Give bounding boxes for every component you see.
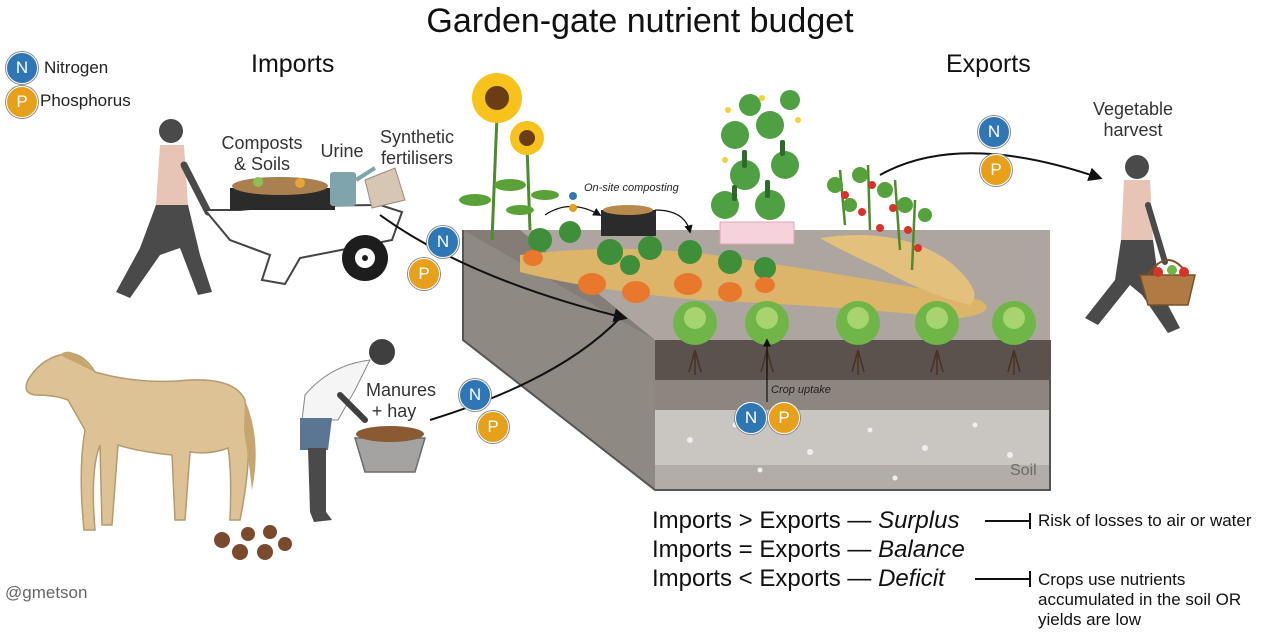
lettuce-row	[673, 301, 1036, 375]
deficit-consequence: Crops use nutrients accumulated in the s…	[1038, 570, 1242, 629]
pumpkin-patch	[523, 221, 776, 303]
surplus-consequence: Risk of losses to air or water	[1038, 511, 1252, 530]
imports-heading: Imports	[251, 50, 335, 78]
sunflowers	[459, 73, 559, 241]
harvest-person	[1085, 155, 1196, 333]
wheelbarrow-nitrogen-icon: N	[427, 226, 459, 258]
uptake-nitrogen-icon: N	[735, 402, 767, 434]
harvest-nitrogen-icon: N	[978, 116, 1010, 148]
equation-deficit: Imports < Exports — Deficit	[652, 565, 945, 592]
equation-result: Balance	[878, 536, 965, 563]
flow-arrows	[379, 152, 1103, 587]
onsite-compost-arrow-out	[654, 209, 693, 234]
equation-lhs: Imports > Exports	[652, 507, 841, 534]
equation-result: Surplus	[878, 507, 960, 534]
compost-bin	[601, 205, 656, 236]
equation-surplus: Imports > Exports — Surplus	[652, 507, 960, 534]
exports-heading: Exports	[946, 50, 1031, 78]
cucumber-trellis	[711, 90, 801, 245]
urine-label: Urine	[320, 141, 364, 161]
import-arrow-manure	[429, 317, 621, 421]
manures-hay-label: Manures + hay	[366, 380, 437, 421]
phosphorus-legend-label: Phosphorus	[40, 91, 131, 110]
uptake-phosphorus-icon: P	[768, 402, 800, 434]
author-credit: @gmetson	[5, 583, 88, 602]
equation-balance: Imports = Exports — Balance	[652, 536, 965, 563]
onsite-np-mini	[569, 192, 577, 212]
wheelbarrow-person	[116, 119, 406, 298]
import-arrow-wheelbarrow	[379, 214, 628, 323]
phosphorus-legend-icon: P	[6, 86, 38, 118]
crop-uptake-label: Crop uptake	[771, 384, 831, 396]
equation-lhs: Imports = Exports	[652, 536, 841, 563]
diagram-title: Garden-gate nutrient budget	[426, 2, 854, 40]
tomato-plants	[827, 164, 932, 271]
harvest-phosphorus-icon: P	[980, 154, 1012, 186]
manure-person	[300, 339, 427, 522]
composts-soils-label: Composts & Soils	[221, 133, 303, 174]
horse	[25, 351, 292, 560]
nitrogen-legend-label: Nitrogen	[44, 58, 109, 77]
equation-lhs: Imports < Exports	[652, 565, 841, 592]
export-arrow-harvest	[879, 152, 1103, 181]
manure-phosphorus-icon: P	[477, 411, 509, 443]
equation-result: Deficit	[878, 565, 945, 592]
manure-nitrogen-icon: N	[459, 379, 491, 411]
wheelbarrow-phosphorus-icon: P	[408, 258, 440, 290]
soil-label: Soil	[1010, 462, 1037, 479]
nitrogen-legend-icon: N	[6, 52, 38, 84]
onsite-composting-label: On-site composting	[584, 182, 679, 194]
vegetable-harvest-label: Vegetable harvest	[1092, 99, 1174, 140]
synthetic-fertilisers-label: Synthetic fertilisers	[379, 127, 455, 168]
